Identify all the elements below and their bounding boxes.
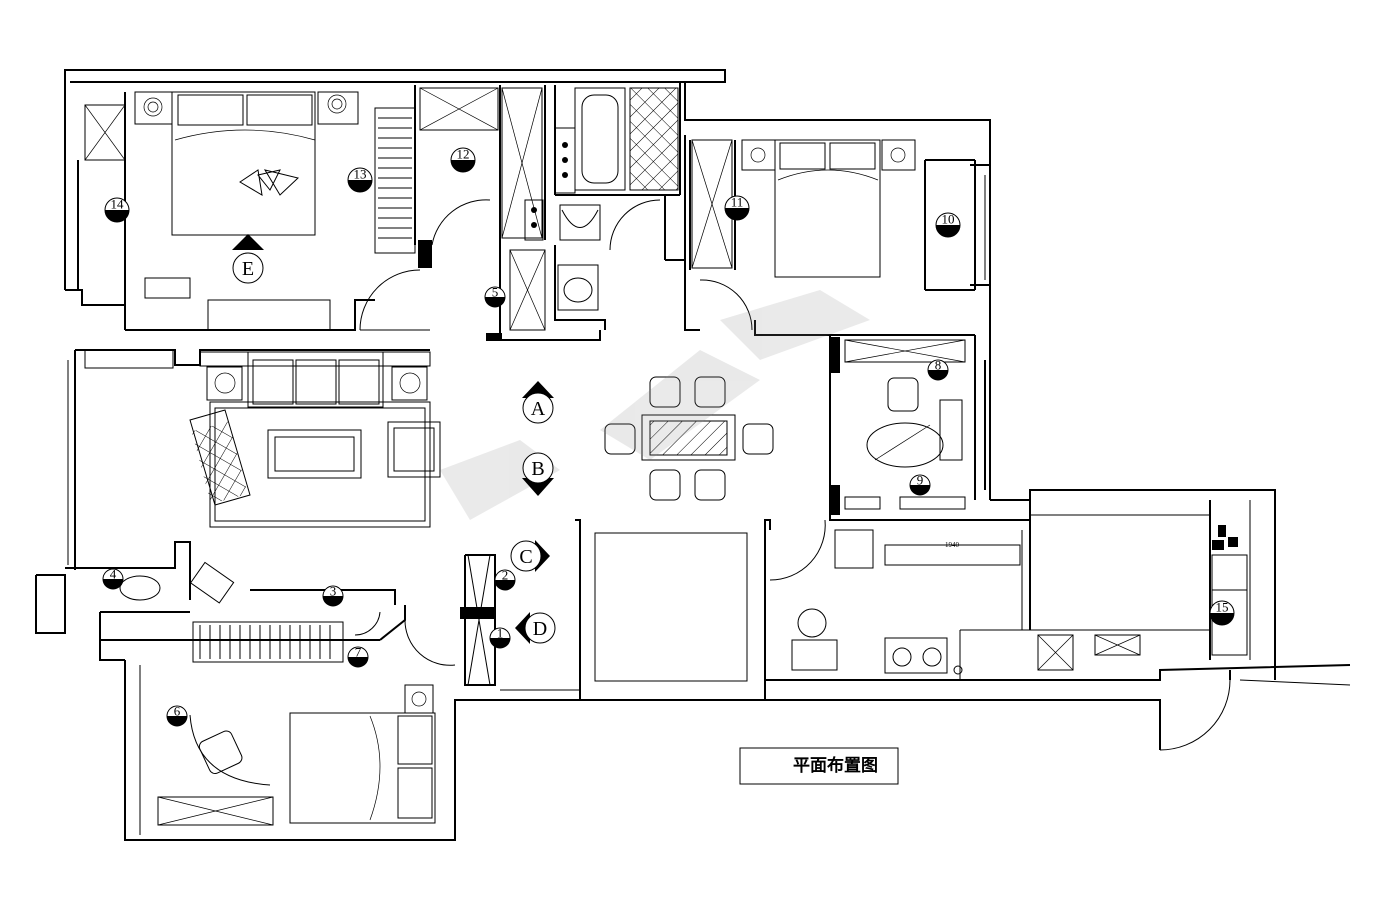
view-marker-label: C bbox=[519, 546, 532, 568]
index-marker-label: 13 bbox=[354, 167, 367, 182]
index-marker-label: 2 bbox=[502, 568, 509, 583]
doors bbox=[354, 199, 826, 666]
index-marker-label: 12 bbox=[457, 147, 470, 162]
study-room bbox=[844, 339, 966, 510]
wall-blocks bbox=[418, 240, 1238, 619]
walls bbox=[35, 69, 1351, 841]
watermark-logo bbox=[440, 290, 870, 520]
index-marker-4: 4 bbox=[102, 567, 124, 590]
index-marker-label: 4 bbox=[110, 567, 117, 582]
index-marker-6: 6 bbox=[166, 704, 188, 727]
index-marker-label: 10 bbox=[942, 212, 955, 227]
bedroom-e bbox=[84, 91, 416, 299]
index-markers: 1 2 3 4 5 6 7 bbox=[102, 147, 1235, 727]
plan-title: 平面布置图 bbox=[793, 755, 878, 776]
index-marker-9: 9 bbox=[909, 473, 931, 496]
bath-area bbox=[419, 87, 679, 331]
view-marker-c: C bbox=[510, 540, 550, 572]
index-marker-label: 11 bbox=[731, 195, 744, 210]
view-marker-label: E bbox=[242, 258, 254, 280]
dimension-1940: 1940 bbox=[945, 541, 960, 549]
index-marker-15: 15 bbox=[1209, 600, 1235, 626]
index-marker-label: 15 bbox=[1216, 600, 1229, 615]
index-marker-label: 9 bbox=[917, 473, 924, 488]
index-marker-label: 3 bbox=[330, 584, 337, 599]
view-marker-b: B bbox=[522, 452, 554, 496]
index-marker-8: 8 bbox=[927, 358, 949, 381]
index-marker-10: 10 bbox=[935, 212, 961, 238]
view-marker-label: A bbox=[531, 398, 546, 420]
title-block: 平面布置图 bbox=[739, 747, 899, 785]
bedroom-10 bbox=[691, 139, 916, 278]
index-marker-label: 1 bbox=[497, 626, 504, 641]
index-marker-label: 6 bbox=[174, 704, 181, 719]
index-marker-13: 13 bbox=[347, 167, 373, 193]
view-marker-label: D bbox=[533, 618, 547, 640]
living-room bbox=[84, 349, 441, 528]
index-marker-label: 14 bbox=[111, 197, 125, 212]
view-marker-d: D bbox=[515, 612, 556, 644]
index-marker-7: 7 bbox=[347, 645, 369, 668]
index-marker-label: 7 bbox=[355, 645, 362, 660]
view-marker-a: A bbox=[522, 381, 554, 424]
view-marker-e: E bbox=[232, 234, 264, 284]
index-marker-1: 1 bbox=[489, 626, 511, 649]
index-marker-12: 12 bbox=[450, 147, 476, 173]
index-marker-label: 5 bbox=[492, 285, 499, 300]
kitchen bbox=[791, 529, 1248, 675]
dimension-label: 1940 bbox=[945, 541, 960, 549]
view-markers: A B C D E bbox=[232, 234, 556, 644]
index-marker-14: 14 bbox=[104, 197, 130, 223]
index-marker-11: 11 bbox=[724, 195, 750, 221]
index-marker-3: 3 bbox=[322, 584, 344, 607]
index-marker-2: 2 bbox=[494, 568, 516, 591]
view-marker-label: B bbox=[531, 458, 544, 480]
index-marker-label: 8 bbox=[935, 358, 942, 373]
dining-area bbox=[604, 376, 774, 501]
bedroom-6 bbox=[119, 561, 436, 826]
index-marker-5: 5 bbox=[484, 285, 506, 308]
